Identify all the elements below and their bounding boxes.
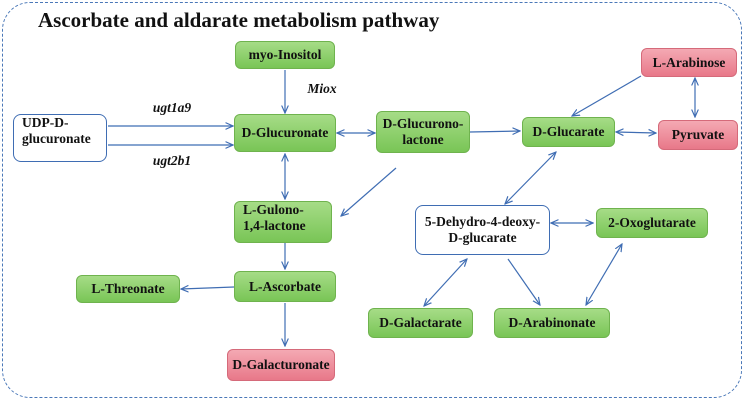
arrow-ascorbate-to-threonate [181, 287, 235, 289]
node-d-glucuronate: D-Glucuronate [234, 114, 336, 152]
arrow-glucuronolactone-to-gulonolactone [341, 167, 397, 216]
node-udp-d-glucuronate: UDP-D- glucuronate [13, 114, 107, 162]
diagram-title: Ascorbate and aldarate metabolism pathwa… [38, 8, 440, 32]
node-d-arabinonate: D-Arabinonate [494, 308, 610, 338]
diagram-frame [2, 2, 742, 398]
arrow-arabinose-to-glucarate [572, 75, 642, 116]
node-2-oxoglutarate: 2-Oxoglutarate [596, 208, 708, 238]
arrow-dehydro-to-arabinonate [507, 258, 540, 305]
arrow-glucuronolactone-to-glucarate [469, 131, 520, 132]
node-d-galacturonate: D-Galacturonate [227, 349, 335, 381]
enzyme-ugt2b1: ugt2b1 [138, 150, 206, 172]
node-5-dehydro-4-deoxy-d-glucarate: 5-Dehydro-4-deoxy- D-glucarate [415, 205, 550, 255]
arrow-oxoglutarate-arabinonate [586, 244, 622, 305]
arrow-glucarate-pyruvate [616, 132, 656, 133]
enzyme-ugt1a9: ugt1a9 [138, 97, 206, 119]
arrow-dehydro-galactarate [424, 259, 467, 306]
node-l-ascorbate: L-Ascorbate [234, 271, 336, 302]
node-myo-inositol: myo-Inositol [235, 41, 335, 69]
node-d-glucarate: D-Glucarate [522, 117, 615, 147]
node-l-arabinose: L-Arabinose [641, 48, 737, 77]
node-pyruvate: Pyruvate [658, 120, 738, 150]
node-l-gulono-1-4-lactone: L-Gulono- 1,4-lactone [234, 201, 332, 243]
arrow-glucarate-dehydro [505, 152, 556, 204]
enzyme-miox: Miox [289, 78, 355, 100]
node-d-galactarate: D-Galactarate [368, 308, 473, 338]
node-d-glucuronolactone: D-Glucurono- lactone [376, 111, 470, 153]
node-l-threonate: L-Threonate [76, 275, 180, 303]
